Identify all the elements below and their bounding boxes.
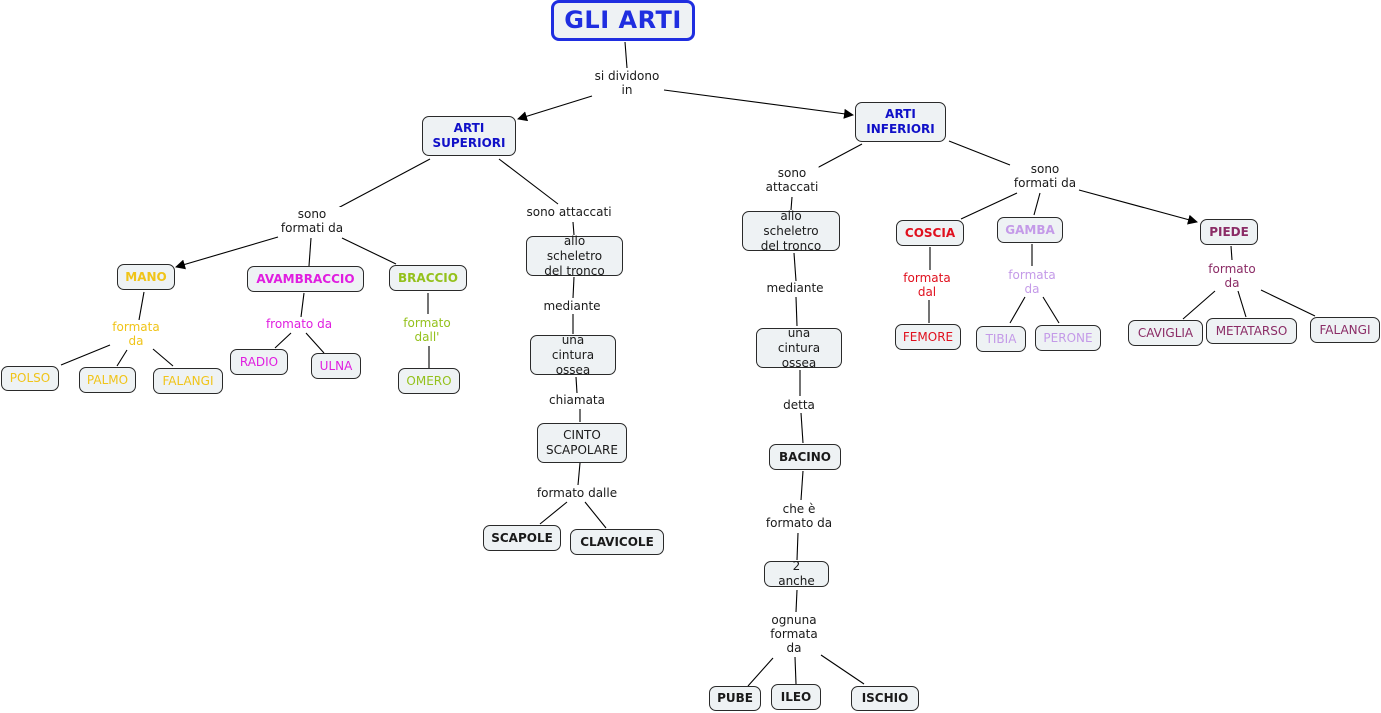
- edge: [793, 252, 797, 282]
- node-avambraccio[interactable]: AVAMBRACCIO: [247, 266, 364, 292]
- edge: [498, 158, 559, 205]
- edge: [138, 291, 145, 321]
- link-label-sup-formati: sono formati da: [280, 207, 344, 235]
- edge: [300, 292, 305, 318]
- node-clavicole[interactable]: CLAVICOLE: [570, 529, 664, 555]
- node-radio[interactable]: RADIO: [230, 349, 288, 375]
- node-ulna[interactable]: ULNA: [311, 353, 361, 379]
- edge: [1042, 296, 1060, 324]
- node-omero[interactable]: OMERO: [398, 368, 460, 394]
- link-label-inf-detta: detta: [783, 398, 815, 412]
- edge: [152, 348, 174, 367]
- node-cintura-inf[interactable]: una cintura ossea: [756, 326, 842, 370]
- edge: [60, 344, 111, 366]
- link-label-braccio-formato: formato dall': [403, 316, 451, 344]
- edge: [1182, 290, 1216, 320]
- node-gamba[interactable]: GAMBA: [997, 217, 1063, 243]
- node-polso[interactable]: POLSO: [1, 366, 59, 391]
- edge: [116, 349, 128, 367]
- node-arti-superiori[interactable]: ARTI SUPERIORI: [422, 116, 516, 156]
- edge: [337, 158, 431, 209]
- edge-arrow: [663, 89, 854, 119]
- edge: [795, 296, 798, 327]
- edge: [816, 143, 863, 169]
- link-label-inf-attaccati: sono attaccati: [765, 166, 819, 194]
- edge: [790, 196, 793, 211]
- edge: [572, 276, 575, 299]
- edge: [1230, 245, 1233, 261]
- link-label-sup-chiamata: chiamata: [549, 393, 605, 407]
- node-mano[interactable]: MANO: [117, 264, 175, 290]
- root-node-gli-arti[interactable]: GLI ARTI: [551, 0, 695, 41]
- link-label-bacino-formato: che è formato da: [765, 502, 833, 530]
- link-label-anche-formata: ognuna formata da: [770, 613, 818, 655]
- edge: [624, 41, 628, 69]
- edge: [274, 332, 292, 349]
- link-label-gamba-formata: formata da: [1008, 268, 1056, 296]
- node-piede[interactable]: PIEDE: [1200, 219, 1258, 245]
- node-ileo[interactable]: ILEO: [771, 684, 821, 710]
- node-coscia[interactable]: COSCIA: [896, 220, 964, 246]
- node-caviglia[interactable]: CAVIGLIA: [1128, 320, 1203, 346]
- link-label-piede-formato: formato da: [1208, 262, 1256, 290]
- edge-arrow: [1078, 189, 1198, 225]
- edge: [1033, 192, 1041, 216]
- edge: [1009, 296, 1026, 324]
- edge: [960, 192, 1018, 220]
- edge-arrow: [175, 236, 279, 270]
- link-label-cinto-formato: formato dalle: [536, 486, 618, 500]
- node-falangi-piede[interactable]: FALANGI: [1310, 317, 1380, 343]
- node-scheletro-sup[interactable]: allo scheletro del tronco: [526, 234, 623, 278]
- link-label-inf-mediante: mediante: [766, 281, 824, 295]
- edge: [820, 654, 865, 685]
- node-perone[interactable]: PERONE: [1035, 325, 1101, 351]
- edge: [747, 657, 774, 687]
- link-label-si-dividono: si dividono in: [594, 69, 660, 97]
- edge: [796, 532, 799, 561]
- node-ischio[interactable]: ISCHIO: [851, 686, 919, 711]
- node-palmo[interactable]: PALMO: [79, 367, 136, 393]
- edge: [800, 412, 804, 444]
- edge: [305, 332, 325, 354]
- node-scapole[interactable]: SCAPOLE: [483, 525, 561, 551]
- edge: [795, 589, 798, 613]
- edge: [572, 221, 575, 236]
- node-metatarso[interactable]: METATARSO: [1206, 318, 1297, 344]
- edge: [308, 237, 312, 267]
- link-label-sup-mediante: mediante: [543, 299, 601, 313]
- edge: [1260, 289, 1316, 317]
- edge: [575, 376, 578, 394]
- edge: [577, 462, 581, 486]
- node-arti-inferiori[interactable]: ARTI INFERIORI: [855, 102, 946, 142]
- edge: [1237, 290, 1247, 318]
- node-cinto-scapolare[interactable]: CINTO SCAPOLARE: [537, 423, 627, 463]
- node-scheletro-inf[interactable]: allo scheletro del tronco: [742, 209, 840, 253]
- link-label-sup-attaccati: sono attaccati: [526, 205, 612, 219]
- node-bacino[interactable]: BACINO: [769, 444, 841, 470]
- node-2-anche[interactable]: 2 anche: [764, 559, 829, 588]
- edge: [794, 656, 797, 685]
- link-label-avambraccio-formato: fromato da: [265, 317, 333, 331]
- node-braccio[interactable]: BRACCIO: [389, 265, 467, 291]
- edge: [584, 501, 607, 529]
- link-label-coscia-formata: formata dal: [903, 271, 951, 299]
- edge: [948, 140, 1011, 166]
- edge-arrow: [517, 95, 593, 122]
- link-label-mano-formata: formata da: [112, 320, 160, 348]
- edge: [341, 237, 397, 265]
- node-falangi-mano[interactable]: FALANGI: [153, 368, 223, 394]
- node-tibia[interactable]: TIBIA: [976, 326, 1026, 352]
- node-femore[interactable]: FEMORE: [895, 324, 961, 350]
- edge: [539, 501, 568, 525]
- link-label-inf-formati: sono formati da: [1013, 162, 1077, 190]
- node-pube[interactable]: PUBE: [709, 686, 761, 711]
- node-cintura-sup[interactable]: una cintura ossea: [530, 333, 616, 377]
- edge: [800, 470, 804, 501]
